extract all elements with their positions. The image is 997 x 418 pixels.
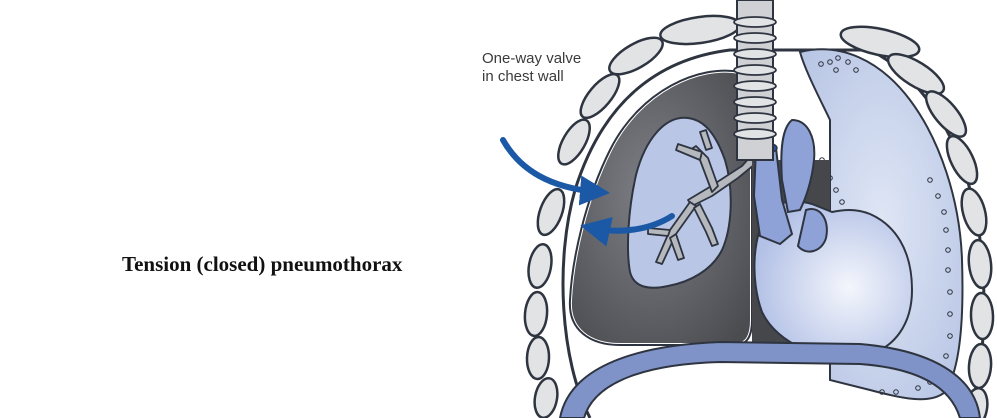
annotation-line-1: One-way valve — [482, 50, 581, 67]
rib — [967, 343, 992, 388]
trachea — [734, 0, 776, 160]
rib — [526, 337, 549, 380]
rib — [523, 291, 549, 337]
rib — [552, 115, 596, 169]
rib — [967, 239, 994, 289]
rib — [532, 186, 569, 239]
rib — [574, 68, 626, 124]
rib — [532, 376, 561, 418]
annotation-line-2: in chest wall — [482, 68, 564, 85]
rib — [525, 242, 554, 289]
rib — [957, 186, 991, 238]
rib — [659, 12, 742, 49]
rib — [970, 293, 994, 340]
